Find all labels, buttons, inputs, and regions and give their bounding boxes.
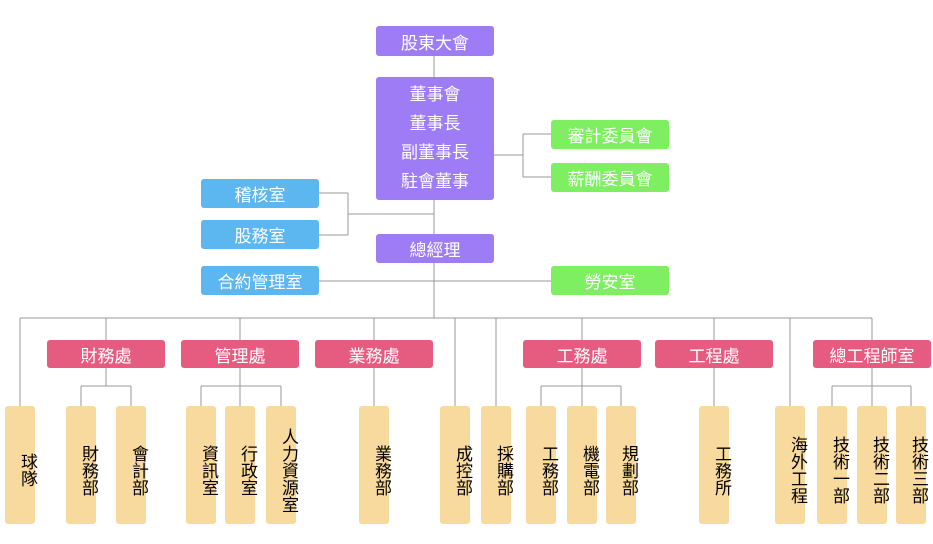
engineering-division-box[interactable]: 工程處 (655, 340, 773, 368)
contract-office-box[interactable]: 合約管理室 (201, 266, 319, 295)
board-line: 董事會 (409, 84, 461, 105)
board-line: 駐會董事 (401, 171, 469, 192)
unit-overseas-engineering[interactable]: 海外工程 (775, 406, 807, 524)
general-manager-box[interactable]: 總經理 (376, 234, 494, 263)
unit-tech-dept-1[interactable]: 技術一部 (817, 406, 849, 524)
unit-mep-dept[interactable]: 機電部 (567, 406, 599, 524)
chief-engineer-office-box[interactable]: 總工程師室 (813, 340, 931, 368)
unit-planning-dept[interactable]: 規劃部 (606, 406, 638, 524)
board-box[interactable]: 董事會 董事長 副董事長 駐會董事 (376, 77, 494, 200)
board-line: 董事長 (409, 113, 461, 134)
audit-committee-box[interactable]: 審計委員會 (551, 120, 669, 149)
board-line: 副董事長 (401, 142, 469, 163)
unit-accounting-dept[interactable]: 會計部 (116, 406, 148, 524)
unit-tech-dept-2[interactable]: 技術二部 (857, 406, 889, 524)
shares-office-box[interactable]: 股務室 (201, 220, 319, 249)
unit-cost-control-dept[interactable]: 成控部 (440, 406, 472, 524)
audit-office-box[interactable]: 稽核室 (201, 179, 319, 208)
remuneration-committee-box[interactable]: 薪酬委員會 (551, 163, 669, 192)
unit-hr-office[interactable]: 人力資源室 (266, 406, 298, 524)
business-division-box[interactable]: 業務處 (315, 340, 433, 368)
finance-division-box[interactable]: 財務處 (47, 340, 165, 368)
unit-admin-office[interactable]: 行政室 (225, 406, 257, 524)
shareholders-box[interactable]: 股東大會 (376, 26, 494, 56)
unit-tech-dept-3[interactable]: 技術三部 (896, 406, 928, 524)
unit-works-office[interactable]: 工務所 (699, 406, 731, 524)
unit-procurement-dept[interactable]: 採購部 (481, 406, 513, 524)
engineering-affairs-division-box[interactable]: 工務處 (523, 340, 641, 368)
unit-it-office[interactable]: 資訊室 (186, 406, 218, 524)
unit-baseball-team[interactable]: 球隊 (5, 406, 37, 524)
unit-works-dept[interactable]: 工務部 (526, 406, 558, 524)
labor-safety-office-box[interactable]: 勞安室 (551, 266, 669, 295)
unit-finance-dept[interactable]: 財務部 (66, 406, 98, 524)
management-division-box[interactable]: 管理處 (181, 340, 299, 368)
unit-business-dept[interactable]: 業務部 (359, 406, 391, 524)
